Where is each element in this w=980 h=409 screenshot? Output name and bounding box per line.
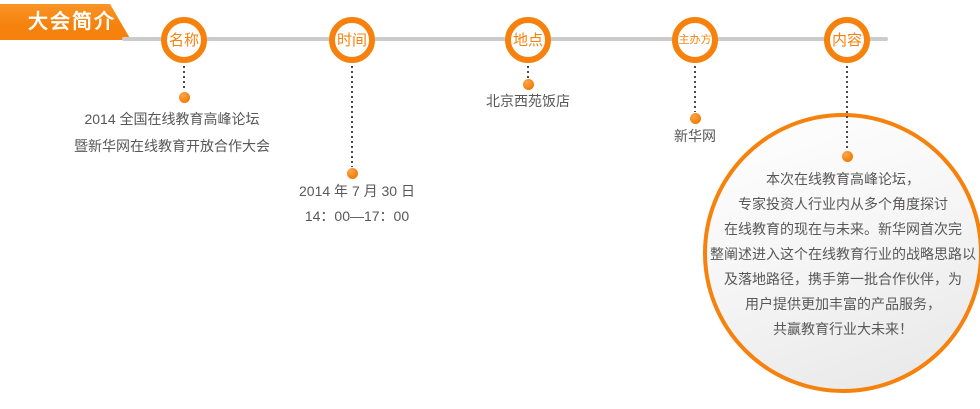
detail-time-line2: 14：00—17：00 [304, 208, 410, 224]
connector-dot-content [842, 151, 853, 162]
connector-line-name [183, 66, 185, 91]
timeline-node-place: 地点 [505, 17, 551, 63]
connector-dot-time [347, 168, 358, 179]
timeline-node-name-label: 名称 [168, 31, 199, 49]
detail-content: 本次在线教育高峰论坛， 专家投资人行业内从多个角度探讨 在线教育的现在与未来。新… [697, 167, 980, 342]
detail-name: 2014 全国在线教育高峰论坛 暨新华网在线教育开放合作大会 [32, 106, 312, 160]
detail-content-line7: 共赢教育行业大未来！ [773, 321, 913, 337]
detail-content-line4: 整阐述进入这个在线教育行业的战略思路以 [710, 246, 976, 262]
timeline-node-content-label: 内容 [831, 31, 862, 49]
detail-name-line2: 暨新华网在线教育开放合作大会 [74, 138, 270, 154]
content-bubble [703, 113, 980, 393]
timeline-node-time-label: 时间 [336, 31, 367, 49]
detail-content-line6: 用户提供更加丰富的产品服务， [745, 296, 941, 312]
timeline-node-organizer: 主办方 [672, 17, 718, 63]
detail-content-line1: 本次在线教育高峰论坛， [766, 171, 920, 187]
detail-content-line2: 专家投资人行业内从多个角度探讨 [738, 196, 948, 212]
connector-dot-name [179, 92, 190, 103]
detail-place-line1: 北京西苑饭店 [486, 93, 570, 109]
detail-name-line1: 2014 全国在线教育高峰论坛 [84, 111, 260, 127]
timeline-node-time: 时间 [329, 17, 375, 63]
section-banner: 大会简介 [0, 4, 131, 40]
detail-time-line1: 2014 年 7 月 30 日 [299, 183, 415, 199]
timeline-node-content: 内容 [824, 17, 870, 63]
connector-line-organizer [694, 66, 696, 112]
connector-line-time [351, 66, 353, 167]
detail-organizer: 新华网 [595, 126, 795, 146]
detail-time: 2014 年 7 月 30 日 14：00—17：00 [227, 179, 487, 229]
connector-line-content [846, 66, 848, 150]
timeline-node-place-label: 地点 [512, 31, 543, 49]
detail-place: 北京西苑饭店 [428, 91, 628, 111]
detail-content-line5: 及落地路径，携手第一批合作伙伴，为 [724, 271, 962, 287]
connector-dot-place [523, 79, 534, 90]
timeline-node-name: 名称 [161, 17, 207, 63]
connector-line-place [527, 66, 529, 78]
timeline-node-organizer-label: 主办方 [678, 33, 712, 46]
page-title: 大会简介 [28, 11, 116, 33]
detail-organizer-line1: 新华网 [674, 128, 716, 144]
detail-content-line3: 在线教育的现在与未来。新华网首次完 [724, 221, 962, 237]
connector-dot-organizer [690, 113, 701, 124]
